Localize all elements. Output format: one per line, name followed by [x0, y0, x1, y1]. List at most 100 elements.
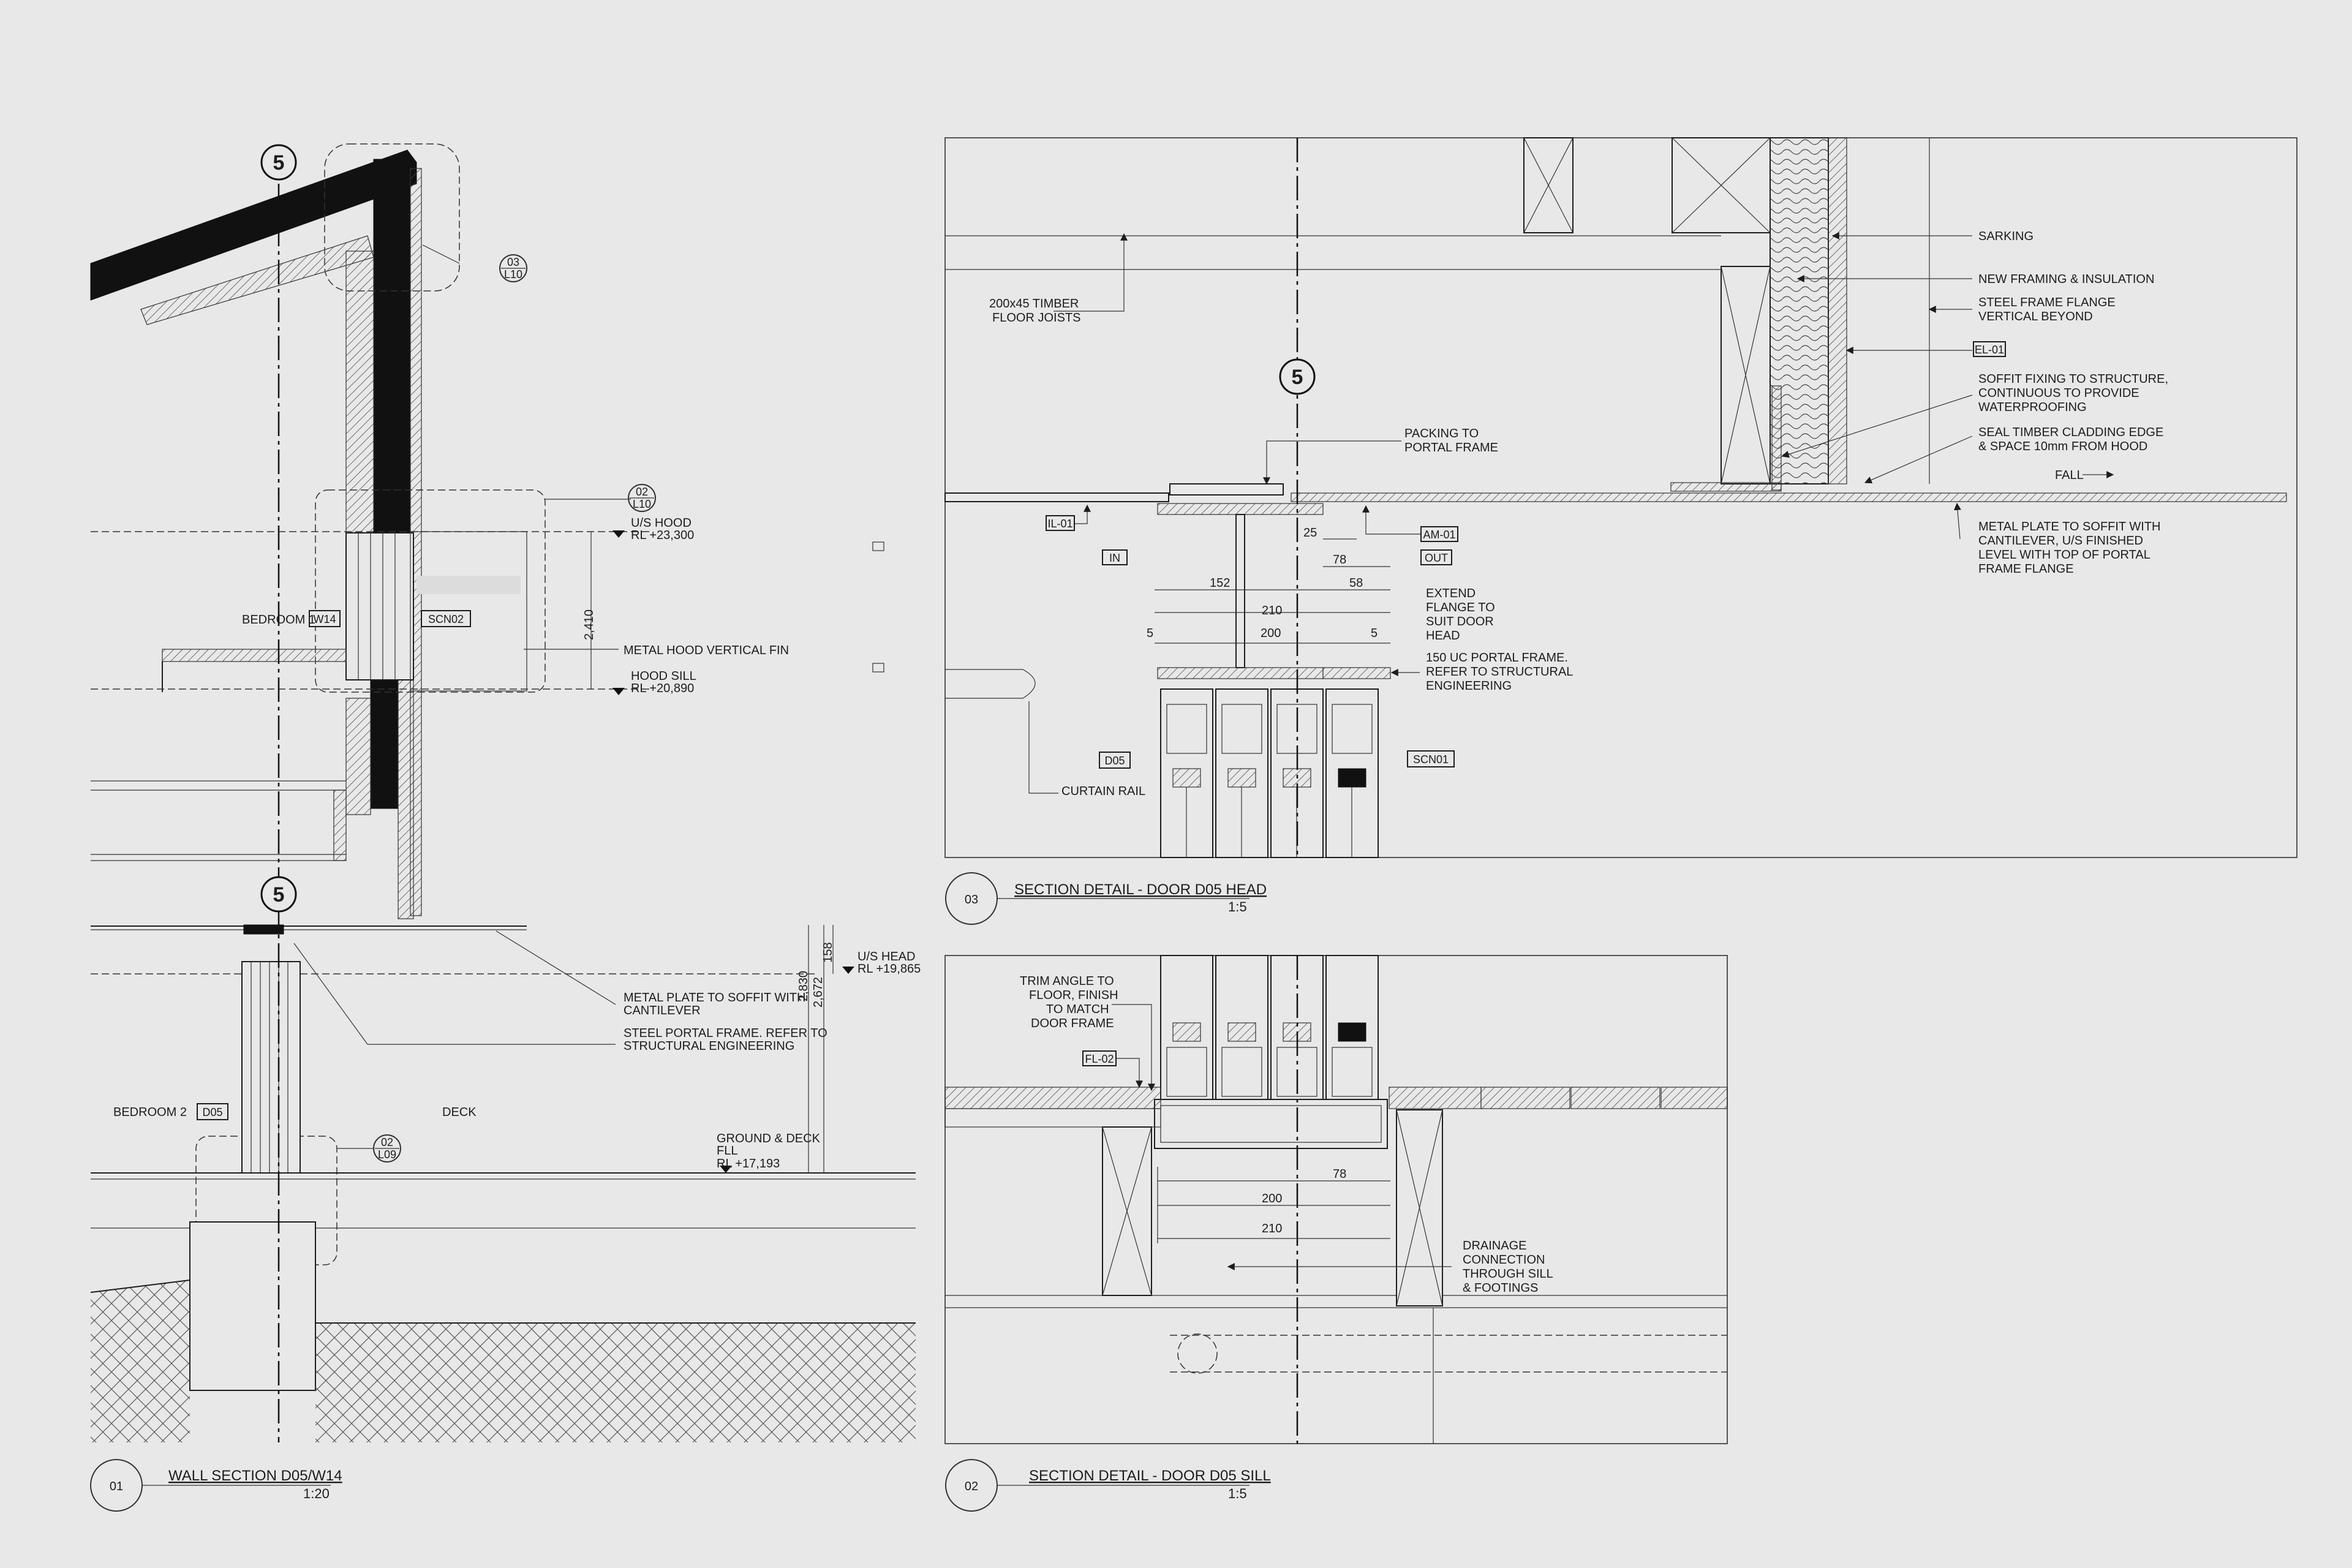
label-drain-3: THROUGH SILL: [1463, 1267, 1553, 1281]
tag-d05-wall-box: [197, 1103, 228, 1120]
label-seal-1: SEAL TIMBER CLADDING EDGE: [1978, 426, 2163, 439]
sill-dim-200: 200: [1262, 1192, 1282, 1205]
callout-zone-02a: [315, 489, 546, 693]
window-frame: [345, 532, 414, 680]
label-extend-2: FLANGE TO: [1426, 601, 1495, 614]
dim-210: 210: [1262, 604, 1282, 617]
label-fall: FALL: [2055, 469, 2084, 482]
tag-w14: W14: [313, 613, 336, 625]
sill-dim-210: 210: [1262, 1222, 1282, 1235]
detail-03-title: [945, 872, 1250, 925]
sill-floor-left: [944, 1087, 1161, 1109]
tag-scn02: SCN02: [428, 613, 464, 625]
label-soffit-3: WATERPROOFING: [1978, 401, 2087, 414]
label-extend-3: SUIT DOOR: [1426, 615, 1494, 628]
tag-d05-wall: D05: [202, 1106, 222, 1118]
label-metal-soffit-2: CANTILEVER, U/S FINISHED: [1978, 534, 2143, 548]
label-steel-frame-1: STEEL PORTAL FRAME. REFER TO: [624, 1027, 827, 1040]
detail-02-scale: 1:5: [1228, 1486, 1247, 1501]
ref-02a-num: 02: [636, 486, 648, 498]
label-trim-4: DOOR FRAME: [1031, 1017, 1114, 1030]
label-metal-soffit-4: FRAME FLANGE: [1978, 562, 2074, 576]
label-joists-1: 200x45 TIMBER: [989, 297, 1079, 311]
tag-scn01-box: [1407, 750, 1455, 767]
packing: [1169, 483, 1284, 496]
label-extend-1: EXTEND: [1426, 587, 1476, 600]
bedroom1-floor: [162, 649, 347, 662]
grid-label-top: 5: [273, 151, 285, 175]
ground-soil-2: [315, 1323, 916, 1442]
label-sarking: SARKING: [1978, 230, 2034, 243]
label-trim-3: TO MATCH: [1046, 1003, 1109, 1016]
uc-web: [1235, 514, 1245, 668]
label-packing-2: PORTAL FRAME: [1404, 441, 1498, 454]
tag-scn02-box: [421, 610, 471, 627]
label-extend-4: HEAD: [1426, 629, 1460, 643]
label-soffit-1: SOFFIT FIXING TO STRUCTURE,: [1978, 372, 2168, 386]
label-soffit-2: CONTINUOUS TO PROVIDE: [1978, 386, 2139, 400]
ref-03-sheet: L10: [504, 268, 522, 281]
label-new-framing: NEW FRAMING & INSULATION: [1978, 273, 2154, 286]
sill-dim-78: 78: [1333, 1167, 1346, 1181]
ref-02b-sheet: L09: [378, 1148, 396, 1161]
label-packing-1: PACKING TO: [1404, 427, 1479, 440]
detail-02-title: [945, 1459, 1250, 1512]
tag-in: IN: [1109, 552, 1120, 564]
label-hood-sill-rl: RL +20,890: [631, 682, 694, 695]
tag-out: OUT: [1425, 552, 1448, 564]
label-trim-1: TRIM ANGLE TO: [1020, 974, 1114, 988]
grid-bubble-5-top: [260, 144, 297, 181]
grid-label-head: 5: [1292, 366, 1303, 389]
label-hood-sill: HOOD SILL: [631, 669, 696, 683]
detail-03-scale: 1:5: [1228, 899, 1247, 914]
ref-callout-03-l10: [499, 254, 527, 282]
tag-out-box: [1420, 549, 1452, 565]
label-uc-2: REFER TO STRUCTURAL: [1426, 665, 1573, 679]
tag-w14-box: [309, 610, 341, 627]
tag-fl02-box: [1082, 1050, 1117, 1066]
label-ground-1: GROUND & DECK: [717, 1132, 821, 1145]
wall-cladding: [345, 251, 374, 540]
detail-01-title-text: WALL SECTION D05/W14: [168, 1468, 342, 1484]
detail-01-number: 01: [110, 1480, 123, 1493]
label-steel-flange-2: VERTICAL BEYOND: [1978, 310, 2093, 323]
door-sections-head: [1160, 688, 1379, 858]
ref-callout-02-l10: [628, 484, 656, 512]
tag-el01: EL-01: [1975, 344, 2004, 356]
label-metal-soffit-1: METAL PLATE TO SOFFIT WITH: [1978, 520, 2160, 533]
tag-il01: IL-01: [1047, 518, 1072, 530]
label-us-head-rl: RL +19,865: [858, 962, 921, 976]
label-ground-rl: RL +17,193: [717, 1157, 780, 1170]
dim-5a: 5: [1147, 627, 1153, 640]
dim-25: 25: [1303, 526, 1317, 540]
ref-03-num: 03: [507, 256, 519, 268]
dim-2672: 2,672: [812, 977, 825, 1008]
metal-soffit-plate: [1291, 492, 2287, 502]
label-bedroom1: BEDROOM 1: [242, 613, 315, 627]
label-drain-1: DRAINAGE: [1463, 1239, 1526, 1253]
label-us-hood: U/S HOOD: [631, 516, 692, 530]
tag-d05-head-box: [1099, 752, 1131, 769]
grid-label-mid: 5: [273, 883, 285, 907]
callout-zone-03: [324, 143, 460, 292]
detail-02-number: 02: [965, 1480, 978, 1493]
dim-200: 200: [1261, 627, 1281, 640]
dim-158: 158: [821, 942, 835, 962]
tag-am01: AM-01: [1423, 529, 1455, 541]
label-drain-4: & FOOTINGS: [1463, 1281, 1538, 1295]
label-curtain-rail: CURTAIN RAIL: [1061, 785, 1145, 798]
label-metal-plate-1: METAL PLATE TO SOFFIT WITH: [624, 991, 805, 1005]
door-d05-frame: [241, 961, 301, 1174]
tag-scn01: SCN01: [1413, 753, 1449, 766]
portal-frame: [243, 924, 284, 935]
label-ground-2: FLL: [717, 1144, 737, 1158]
uc-bottom-flange: [1157, 667, 1324, 679]
label-trim-2: FLOOR, FINISH: [1029, 989, 1118, 1002]
dim-5b: 5: [1371, 627, 1378, 640]
label-seal-2: & SPACE 10mm FROM HOOD: [1978, 440, 2147, 453]
ref-02a-sheet: L10: [633, 498, 651, 510]
label-metal-hood-fin: METAL HOOD VERTICAL FIN: [624, 644, 789, 657]
label-us-head: U/S HEAD: [858, 950, 915, 963]
label-steel-flange-1: STEEL FRAME FLANGE: [1978, 296, 2116, 309]
